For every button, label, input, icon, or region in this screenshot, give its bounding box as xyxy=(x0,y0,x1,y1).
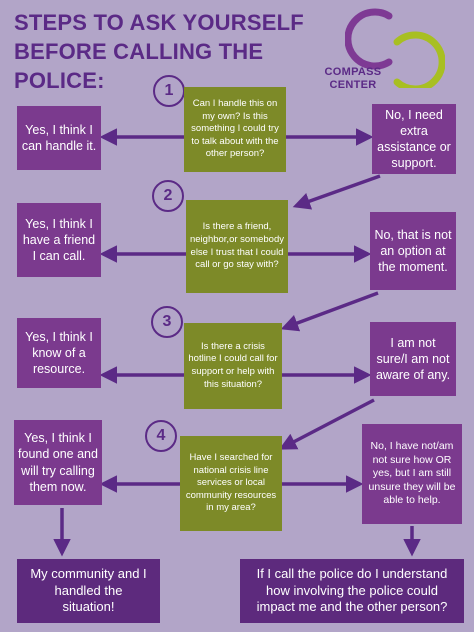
step-1-question: Can I handle this on my own? Is this som… xyxy=(184,87,286,172)
step-3-number: 3 xyxy=(151,306,183,338)
step-1-yes-answer: Yes, I think I can handle it. xyxy=(17,106,101,170)
arrow-step-3-to-4 xyxy=(278,398,375,450)
compass-logo-icon xyxy=(345,8,445,88)
outcome-handled: My community and I handled the situation… xyxy=(17,559,160,623)
step-4-no-answer: No, I have not/am not sure how OR yes, b… xyxy=(362,424,462,524)
step-1-no-answer: No, I need extra assistance or support. xyxy=(372,104,456,174)
step-1-number: 1 xyxy=(153,75,185,107)
arrow-step-1-to-2 xyxy=(292,174,381,210)
step-2-number: 2 xyxy=(152,180,184,212)
page-title: STEPS TO ASK YOURSELF BEFORE CALLING THE… xyxy=(14,8,314,95)
title-line-3: POLICE: xyxy=(14,68,105,93)
step-3-question: Is there a crisis hotline I could call f… xyxy=(184,323,282,409)
step-2-question: Is there a friend, neighbor,or somebody … xyxy=(186,200,288,293)
logo-text: COMPASS CENTER xyxy=(318,66,388,92)
step-4-question: Have I searched for national crisis line… xyxy=(180,436,282,531)
logo-line-1: COMPASS xyxy=(324,66,382,78)
outcome-call-police: If I call the police do I understand how… xyxy=(240,559,464,623)
step-2-no-answer: No, that is not an option at the moment. xyxy=(370,212,456,290)
title-line-2: BEFORE CALLING THE xyxy=(14,39,264,64)
step-3-no-answer: I am not sure/I am not aware of any. xyxy=(370,322,456,396)
title-line-1: STEPS TO ASK YOURSELF xyxy=(14,10,304,35)
step-4-yes-answer: Yes, I think I found one and will try ca… xyxy=(14,420,102,505)
step-2-yes-answer: Yes, I think I have a friend I can call. xyxy=(17,203,101,277)
arrow-step-2-to-3 xyxy=(280,291,379,332)
step-3-yes-answer: Yes, I think I know of a resource. xyxy=(17,318,101,388)
logo-line-2: CENTER xyxy=(329,79,377,91)
step-4-number: 4 xyxy=(145,420,177,452)
